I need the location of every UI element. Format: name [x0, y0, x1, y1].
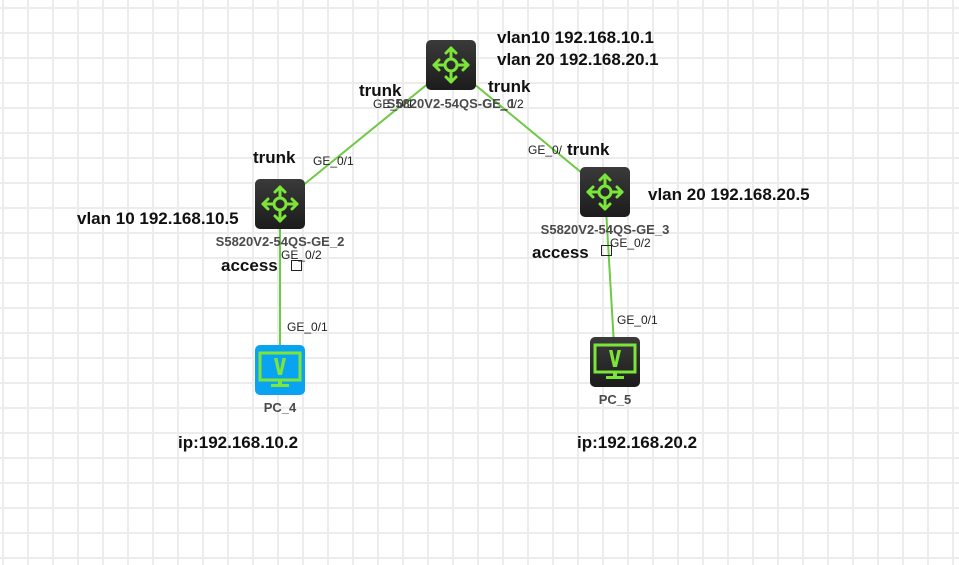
link-sw1-sw2[interactable]: [279, 64, 452, 205]
device-name-sw3: S5820V2-54QS-GE_3: [540, 222, 670, 237]
note-sw2-access: access: [221, 256, 278, 275]
device-name-sw2: S5820V2-54QS-GE_2: [215, 234, 345, 249]
note-pc5-ip: ip:192.168.20.2: [577, 433, 698, 452]
note-sw2-trunk: trunk: [253, 148, 296, 167]
port-label-sw1-p2: GE_0/2: [483, 97, 524, 111]
note-sw2-vlan: vlan 10 192.168.10.5: [77, 209, 239, 228]
l3-switch-icon: [586, 173, 624, 211]
switch-sw2[interactable]: [255, 179, 305, 229]
l3-switch-icon: [432, 46, 470, 84]
note-sw3-vlan: vlan 20 192.168.20.5: [648, 185, 810, 204]
note-sw3-access: access: [532, 243, 589, 262]
port-label-sw2-p2: GE_0/2: [281, 248, 322, 262]
note-sw3-trunk: trunk: [567, 140, 610, 159]
pc-pc5[interactable]: [590, 337, 640, 387]
device-name-sw1: S5820V2-54QS-GE_1: [386, 96, 516, 111]
virtual-pc-icon: [593, 343, 637, 381]
note-pc4-ip: ip:192.168.10.2: [178, 433, 299, 452]
note-sw1-vlan10: vlan10 192.168.10.1: [497, 28, 654, 47]
link-sw1-sw3[interactable]: [450, 64, 606, 193]
port-label-pc4-p1: GE_0/1: [287, 320, 328, 334]
note-sw1-trunk-left: trunk: [359, 81, 402, 100]
device-name-pc4: PC_4: [263, 400, 297, 415]
device-name-pc5: PC_5: [598, 392, 632, 407]
port-label-sw2-p1: GE_0/1: [313, 154, 354, 168]
port-label-sw3-p1: GE_0/: [528, 143, 563, 157]
access-port-marker-sw3: [601, 245, 612, 256]
note-sw1-vlan20: vlan 20 192.168.20.1: [497, 50, 659, 69]
access-port-marker-sw2: [291, 260, 302, 271]
port-label-pc5-p1: GE_0/1: [617, 313, 658, 327]
switch-sw3[interactable]: [580, 167, 630, 217]
pc-pc4[interactable]: [255, 345, 305, 395]
link-sw3-pc5[interactable]: [604, 191, 616, 363]
note-sw1-trunk-right: trunk: [488, 77, 531, 96]
port-label-sw3-p2: GE_0/2: [610, 236, 651, 250]
virtual-pc-icon: [258, 351, 302, 389]
port-label-sw1-p1: GE_0/1: [373, 97, 414, 111]
switch-sw1[interactable]: [426, 40, 476, 90]
l3-switch-icon: [261, 185, 299, 223]
